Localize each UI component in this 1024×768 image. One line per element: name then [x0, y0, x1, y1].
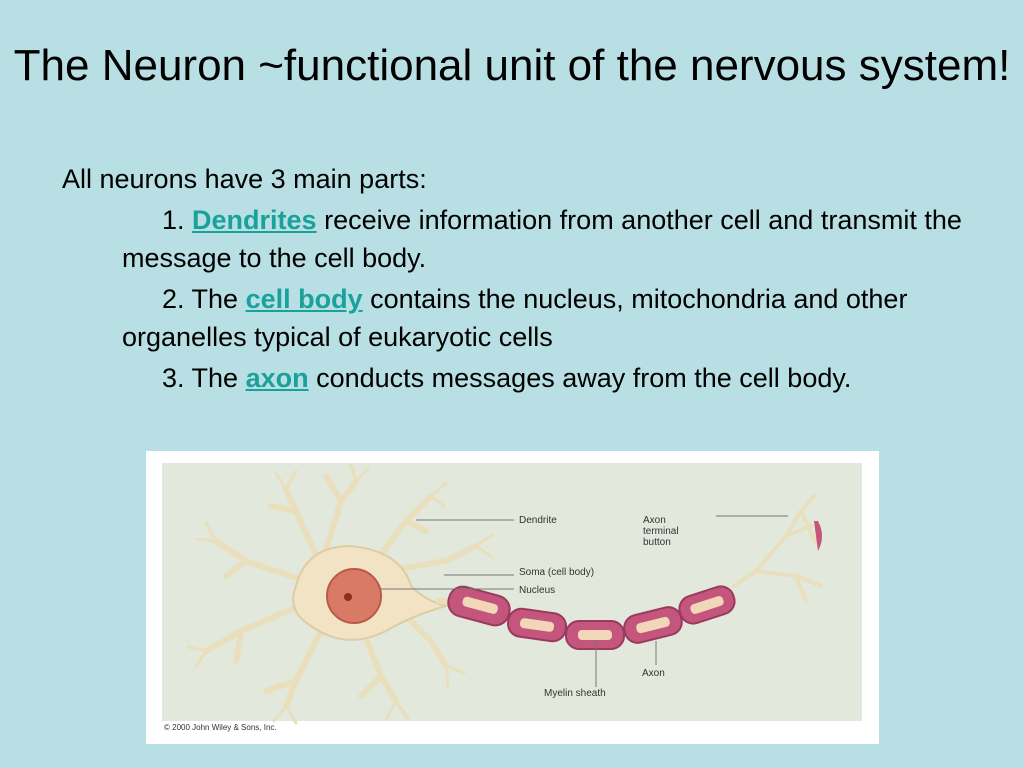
slide-title: The Neuron ~functional unit of the nervo… — [13, 41, 1011, 90]
item-text: receive information from another cell an… — [122, 205, 962, 273]
item-prefix: 3. The — [162, 363, 246, 393]
dendrites-graphic — [203, 473, 479, 709]
nucleus-shape — [326, 568, 382, 624]
item-text: conducts messages away from the cell bod… — [308, 363, 852, 393]
intro-text: All neurons have 3 main parts: — [62, 164, 427, 194]
item-prefix: 1. — [162, 205, 193, 235]
figure-copyright: © 2000 John Wiley & Sons, Inc. — [164, 723, 277, 732]
keyword-axon: axon — [245, 363, 309, 393]
list-item-axon: 3. The axon conducts messages away from … — [122, 359, 972, 397]
terminal-button-shape — [814, 521, 822, 551]
neuron-diagram: Dendrite Soma (cell body) Nucleus Axon t… — [146, 451, 879, 744]
slide-body: All neurons have 3 main parts: 1. Dendri… — [62, 160, 972, 397]
item-prefix: 2. The — [162, 284, 246, 314]
keyword-dendrites: Dendrites — [192, 205, 317, 235]
list-item-dendrites: 1. Dendrites receive information from an… — [122, 201, 972, 277]
label-axon: Axon — [642, 668, 665, 679]
neuron-illustration: Dendrite Soma (cell body) Nucleus Axon t… — [186, 463, 823, 725]
label-dendrite: Dendrite — [519, 515, 557, 526]
label-axon-terminal-2: terminal — [643, 526, 679, 537]
label-myelin-sheath: Myelin sheath — [544, 688, 606, 699]
label-soma: Soma (cell body) — [519, 567, 594, 578]
list-item-cell-body: 2. The cell body contains the nucleus, m… — [122, 280, 972, 356]
label-axon-terminal-3: button — [643, 537, 671, 548]
item-text: contains the nucleus, mitochondria and o… — [122, 284, 908, 352]
label-nucleus: Nucleus — [519, 585, 555, 596]
label-lines — [381, 515, 788, 687]
axon-terminal-graphic — [732, 494, 823, 603]
myelin-inner — [462, 596, 724, 640]
keyword-cell-body: cell body — [245, 284, 363, 314]
label-axon-terminal-1: Axon — [643, 515, 666, 526]
